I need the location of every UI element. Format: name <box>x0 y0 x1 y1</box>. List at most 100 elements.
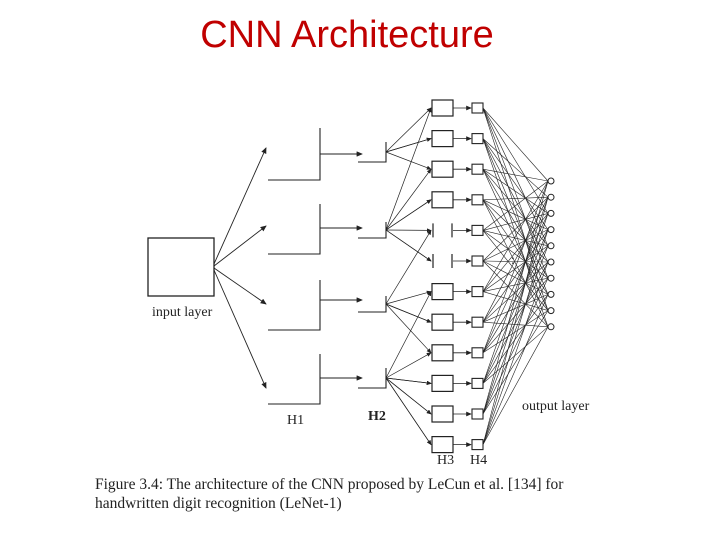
h4-output-link <box>482 310 549 354</box>
h4-map <box>471 133 484 145</box>
h3-map-partial <box>432 254 453 268</box>
h1-feature-maps <box>268 128 321 405</box>
h4-output-link <box>482 138 549 327</box>
h4-output-link <box>482 326 549 384</box>
h4-output-link <box>482 197 549 384</box>
h4-output-link <box>482 213 549 231</box>
h2-h3-arrow <box>385 290 432 305</box>
h4-map <box>471 194 484 206</box>
h2-h3-arrow <box>385 377 432 385</box>
h4-output-link <box>482 199 549 295</box>
h4-label: H4 <box>470 453 487 468</box>
h4-output-link <box>482 107 549 311</box>
h4-output-link <box>482 199 549 263</box>
h4-output-link <box>482 180 549 292</box>
h3-map <box>431 191 454 209</box>
h4-output-link <box>482 230 549 311</box>
h4-output-link <box>482 261 549 445</box>
h2-h3-arrow <box>385 290 432 379</box>
h4-output-link <box>482 230 549 279</box>
output-unit <box>547 226 555 234</box>
h3-map <box>431 130 454 148</box>
h4-output-link <box>482 321 549 328</box>
h4-output-link <box>482 197 549 323</box>
h4-output-link <box>482 168 549 182</box>
input-layer-box <box>147 237 215 297</box>
h1-map-4 <box>268 354 321 405</box>
output-unit <box>547 307 555 315</box>
h4-output-link <box>482 245 549 353</box>
h3-feature-maps <box>431 99 454 454</box>
h4-output-link <box>482 229 549 323</box>
output-unit <box>547 323 555 331</box>
h2-h3-arrow <box>385 168 432 231</box>
h2-h3-arrow <box>385 199 432 231</box>
h4-output-link <box>482 199 549 230</box>
h4-output-link <box>482 278 549 415</box>
h4-output-link <box>482 199 549 327</box>
h4-output-link <box>482 107 549 182</box>
output-unit <box>547 177 555 185</box>
h4-output-link <box>482 261 549 323</box>
h4-output-link <box>482 260 549 295</box>
h3-map <box>431 344 454 362</box>
h2-h3-arrow <box>385 137 432 153</box>
output-units <box>547 177 555 331</box>
h4-output-link <box>482 245 549 415</box>
h2-to-h3-connections <box>385 107 432 446</box>
h4-to-output-connections <box>482 107 549 445</box>
h4-output-link <box>482 294 549 323</box>
h4-output-link <box>482 278 549 353</box>
h4-output-link <box>482 213 549 353</box>
h4-feature-maps <box>471 102 484 451</box>
h2-h3-arrow <box>385 352 432 379</box>
h4-output-link <box>482 197 549 445</box>
h2-map-3 <box>358 296 387 313</box>
h4-map <box>471 163 484 175</box>
h4-map <box>471 224 484 236</box>
h4-output-link <box>482 213 549 292</box>
h4-output-link <box>482 138 549 198</box>
h1-map-2 <box>268 204 321 255</box>
h2-h3-arrow <box>385 303 432 323</box>
h4-output-link <box>482 291 549 311</box>
h4-output-link <box>482 294 549 445</box>
h4-output-link <box>482 229 549 384</box>
output-unit <box>547 274 555 282</box>
h3-map <box>431 99 454 117</box>
h4-output-link <box>482 196 549 201</box>
h3-map <box>431 374 454 392</box>
h4-output-link <box>482 196 549 262</box>
h1-map-3 <box>268 280 321 331</box>
h3-map <box>431 436 454 454</box>
h4-output-link <box>482 310 549 415</box>
h4-output-link <box>482 107 549 279</box>
caption-line-2: handwritten digit recognition (LeNet-1) <box>95 495 342 512</box>
h2-feature-maps <box>358 142 387 389</box>
output-unit <box>547 209 555 217</box>
h4-output-link <box>482 229 549 262</box>
h4-map <box>471 439 484 451</box>
h4-output-link <box>482 107 549 214</box>
ellipsis-marker: : <box>511 253 515 268</box>
h2-h3-arrow <box>385 229 432 305</box>
h4-map <box>471 316 484 328</box>
input-layer-label: input layer <box>152 305 213 320</box>
h4-map <box>471 347 484 359</box>
h2-h3-arrow <box>385 377 432 446</box>
h4-output-link <box>482 213 549 415</box>
output-layer-label: output layer <box>522 399 590 414</box>
h4-output-link <box>482 180 549 231</box>
h2-map-2 <box>358 222 387 239</box>
h4-output-link <box>482 230 549 247</box>
h4-output-link <box>482 138 549 230</box>
h4-output-link <box>482 169 549 279</box>
h4-output-link <box>482 180 549 353</box>
h4-output-link <box>482 169 549 246</box>
h3-to-h4-arrows <box>453 105 472 448</box>
h3-label: H3 <box>437 453 454 468</box>
output-unit <box>547 258 555 266</box>
h4-output-link <box>482 138 549 263</box>
output-unit <box>547 290 555 298</box>
